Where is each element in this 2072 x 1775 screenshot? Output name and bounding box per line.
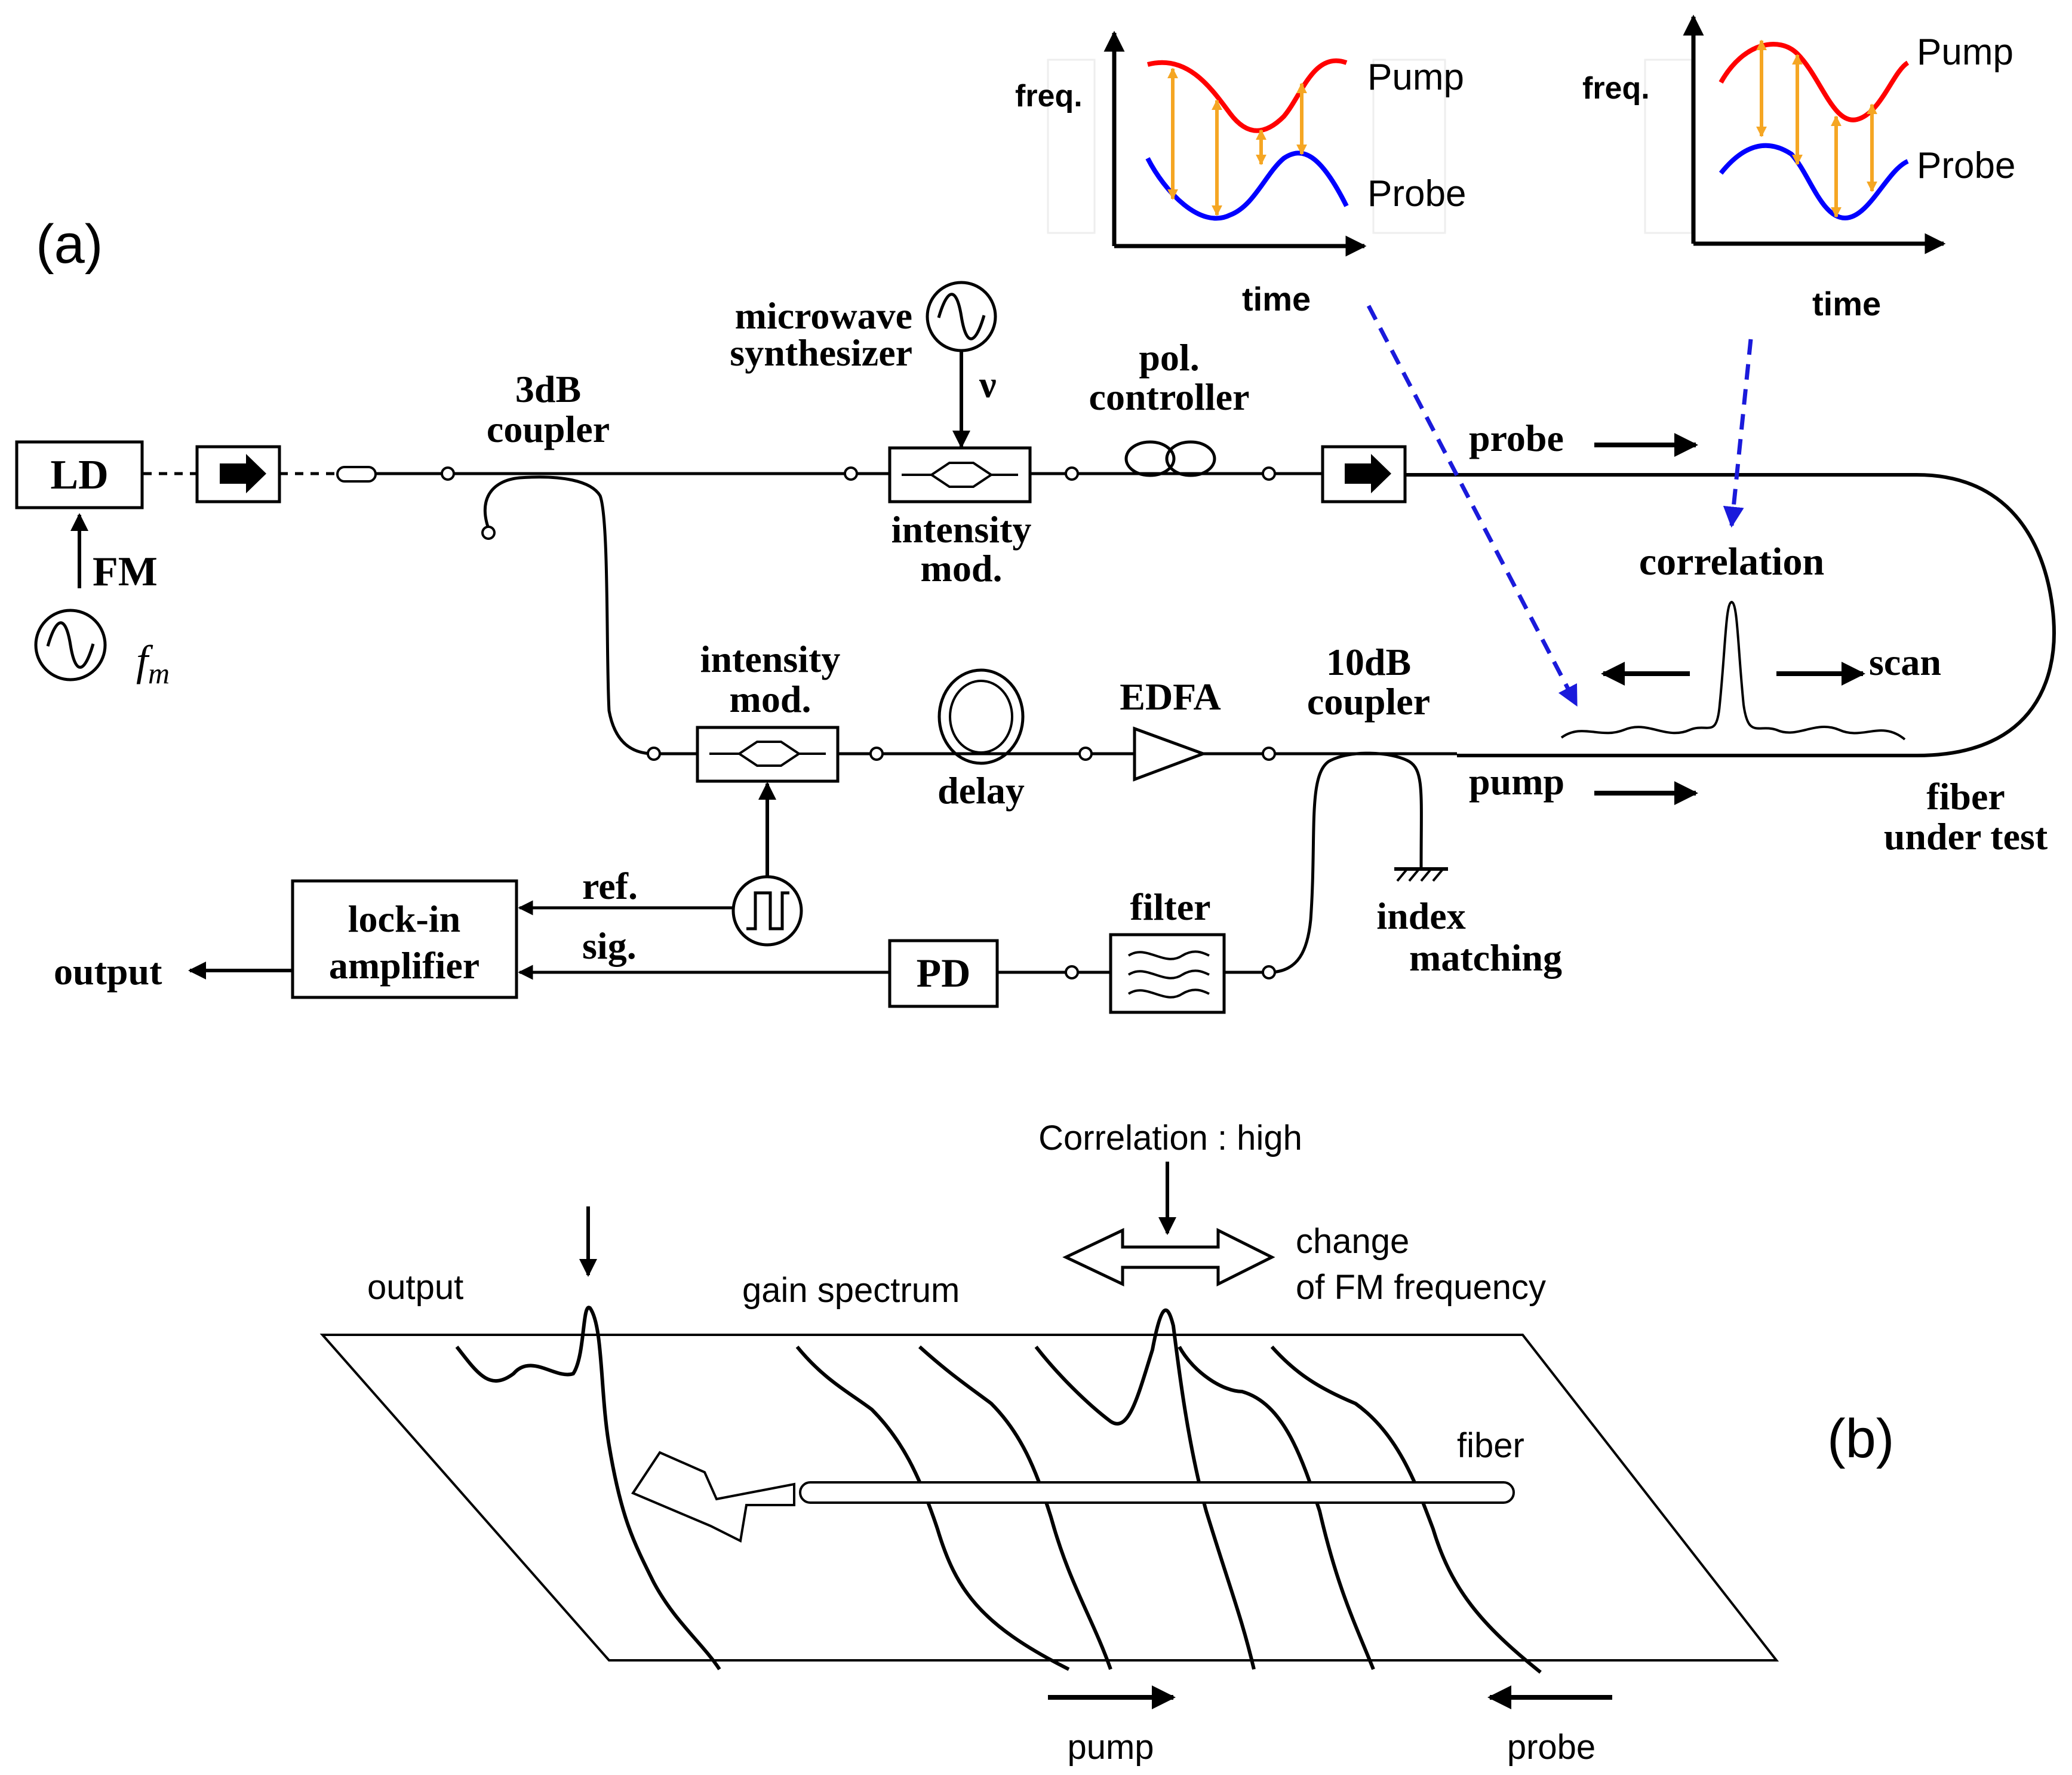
index-matching-label-2: matching bbox=[1409, 936, 1562, 979]
inset-left-probe-label: Probe bbox=[1367, 173, 1466, 214]
lock-in-label-2: amplifier bbox=[329, 944, 479, 987]
index-matching-label-1: index bbox=[1376, 895, 1465, 937]
change-label-2: of FM frequency bbox=[1296, 1268, 1546, 1307]
microwave-source-icon bbox=[926, 281, 997, 352]
splice-8 bbox=[1262, 747, 1276, 761]
lock-in-amplifier: lock-in amplifier bbox=[291, 879, 518, 999]
hollow-arrow bbox=[631, 1451, 795, 1543]
fm-label: FM bbox=[93, 549, 158, 595]
coupler-10db-label-1: 10dB bbox=[1326, 641, 1411, 683]
fiber-b bbox=[799, 1481, 1515, 1504]
delay-label: delay bbox=[937, 769, 1025, 812]
gain-curve-6 bbox=[1270, 1346, 1542, 1674]
ld-label: LD bbox=[50, 452, 108, 498]
coupler-3db-label-1: 3dB bbox=[515, 368, 581, 410]
filter-label: filter bbox=[1130, 886, 1211, 928]
correlation-label: correlation bbox=[1639, 540, 1824, 584]
index-matching-icon bbox=[1394, 866, 1448, 882]
fiber-under-test-label-1: fiber bbox=[1926, 775, 2005, 818]
panel-a-label: (a) bbox=[36, 214, 103, 275]
output-b-label: output bbox=[367, 1268, 463, 1307]
intensity-mod-bottom-label-1: intensity bbox=[700, 638, 841, 680]
splice-5 bbox=[647, 747, 661, 761]
intensity-mod-bottom-icon bbox=[696, 726, 840, 783]
synth-label-1: microwave bbox=[735, 294, 912, 337]
edfa-label: EDFA bbox=[1120, 675, 1221, 718]
pol-controller-label-1: pol. bbox=[1139, 336, 1199, 379]
filter-icon bbox=[1109, 933, 1226, 1014]
collimator-icon bbox=[336, 466, 377, 483]
inset-right-pump-curve bbox=[1719, 41, 1910, 122]
coupler-3db-label-2: coupler bbox=[487, 408, 610, 450]
fiber-plane bbox=[319, 1334, 1779, 1662]
inset-right: freq. time Pump Probe bbox=[1582, 14, 2015, 323]
splice-3 bbox=[1065, 466, 1079, 481]
fm-frequency-label: fm bbox=[136, 637, 170, 690]
laser-diode: LD bbox=[15, 440, 144, 509]
inset-left-probe-curve bbox=[1145, 151, 1349, 221]
fiber-under-test-label-2: under test bbox=[1884, 815, 2048, 858]
sig-label: sig. bbox=[582, 925, 637, 967]
dash-arrow-right bbox=[1723, 339, 1753, 528]
probe-b-label: probe bbox=[1507, 1728, 1595, 1767]
pd-label: PD bbox=[917, 950, 971, 996]
inset-left-pump-curve bbox=[1146, 58, 1348, 133]
scan-double-arrow bbox=[1062, 1227, 1275, 1287]
ref-label: ref. bbox=[582, 865, 638, 907]
fiber-under-test bbox=[1405, 473, 2056, 757]
gain-curve-3 bbox=[918, 1345, 1112, 1670]
square-wave-source-icon bbox=[731, 875, 803, 947]
intensity-mod-top-label-2: mod. bbox=[921, 547, 1003, 589]
inset-right-probe-curve bbox=[1719, 143, 1909, 221]
scan-label: scan bbox=[1869, 641, 1941, 683]
panel-b-label: (b) bbox=[1827, 1408, 1894, 1469]
intensity-mod-bottom-label-2: mod. bbox=[730, 678, 811, 720]
inset-left-x-label: time bbox=[1242, 280, 1311, 318]
delay-coil-icon bbox=[937, 668, 1025, 765]
coupler-10db-label-2: coupler bbox=[1307, 680, 1430, 723]
nu-label: ν bbox=[979, 363, 997, 406]
splice-2 bbox=[844, 466, 858, 481]
change-label-1: change bbox=[1296, 1222, 1409, 1261]
inset-left: freq. time Pump Probe bbox=[1015, 30, 1466, 318]
isolator-1-icon bbox=[195, 445, 281, 503]
intensity-mod-top-icon bbox=[888, 446, 1032, 503]
intensity-mod-top-label-1: intensity bbox=[891, 508, 1032, 551]
synth-label-2: synthesizer bbox=[730, 331, 912, 374]
correlation-high-label: Correlation : high bbox=[1038, 1119, 1302, 1157]
inset-right-probe-label: Probe bbox=[1917, 145, 2015, 186]
isolator-2-icon bbox=[1321, 445, 1407, 503]
inset-left-y-label: freq. bbox=[1015, 79, 1083, 113]
fiber-b-label: fiber bbox=[1457, 1426, 1524, 1465]
probe-label: probe bbox=[1469, 417, 1564, 459]
splice-6 bbox=[869, 747, 884, 761]
inset-right-pump-label: Pump bbox=[1917, 32, 2013, 73]
edfa-icon bbox=[1133, 726, 1208, 782]
output-label: output bbox=[54, 950, 162, 993]
splice-4 bbox=[1262, 466, 1276, 481]
pol-controller-icon bbox=[1124, 440, 1216, 477]
fm-source-icon bbox=[34, 609, 107, 681]
coupler-10db-icon bbox=[1268, 751, 1423, 974]
photodetector: PD bbox=[888, 939, 999, 1008]
splice-10 bbox=[1262, 965, 1276, 979]
gain-spectrum-label: gain spectrum bbox=[742, 1271, 960, 1310]
splice-7 bbox=[1078, 747, 1093, 761]
lock-in-label-1: lock-in bbox=[348, 898, 460, 940]
pump-b-label: pump bbox=[1067, 1728, 1154, 1767]
splice-9 bbox=[1065, 965, 1079, 979]
pol-controller-label-2: controller bbox=[1089, 376, 1250, 418]
gain-curve-1 bbox=[455, 1306, 721, 1670]
correlation-peak bbox=[1560, 600, 1906, 741]
coupler-3db-icon bbox=[481, 475, 654, 756]
inset-right-x-label: time bbox=[1812, 285, 1881, 323]
gain-curve-2 bbox=[795, 1346, 1070, 1671]
pump-label: pump bbox=[1469, 760, 1564, 803]
gain-curve-4 bbox=[1034, 1308, 1256, 1670]
inset-right-y-label: freq. bbox=[1582, 71, 1650, 106]
splice-1 bbox=[441, 466, 455, 481]
gain-curve-5 bbox=[1178, 1346, 1375, 1670]
inset-left-pump-label: Pump bbox=[1367, 57, 1464, 98]
